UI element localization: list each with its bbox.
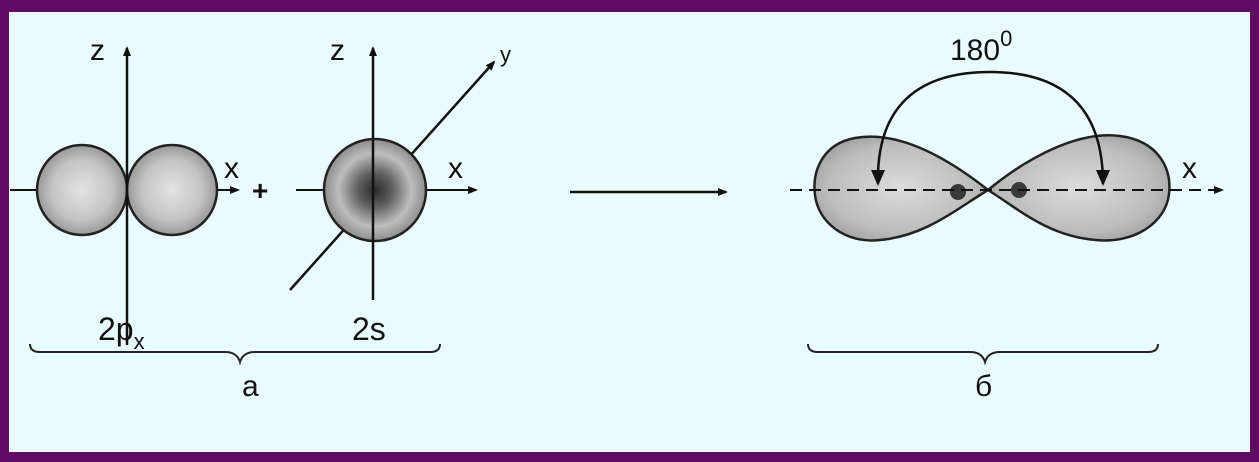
angle-arrowhead-right [1096, 170, 1110, 186]
px-axis-z-label: z [90, 34, 105, 67]
sp-lobe-left [813, 135, 991, 242]
px-axis-x-label: x [224, 152, 239, 185]
px-orbital-label: 2px [98, 311, 145, 354]
brace-b [807, 343, 1159, 366]
px-lobe-right [125, 143, 219, 237]
s-orbital: z x y 2s [289, 34, 511, 347]
brace-a [29, 343, 441, 366]
angle-arrowhead-left [871, 170, 885, 186]
sp-node-left [950, 184, 966, 200]
px-lobe-left [35, 143, 129, 237]
plus-sign: + [252, 175, 268, 206]
s-orbital-label: 2s [352, 311, 386, 347]
s-axis-y-label: y [500, 42, 511, 67]
s-sphere [322, 137, 428, 243]
angle-arc [876, 70, 1105, 185]
panel-b-label: б [975, 370, 992, 403]
panel-a-label: a [242, 370, 259, 403]
sp-axis-x-label: x [1182, 152, 1197, 185]
px-orbital: z x + 2px [10, 34, 268, 354]
sp-lobe-right [985, 134, 1171, 242]
sp-hybrid-orbital: x 1800 [790, 26, 1224, 242]
s-axis-x-label: x [448, 152, 463, 185]
angle-label: 1800 [950, 26, 1012, 67]
s-axis-z-label: z [330, 34, 345, 67]
